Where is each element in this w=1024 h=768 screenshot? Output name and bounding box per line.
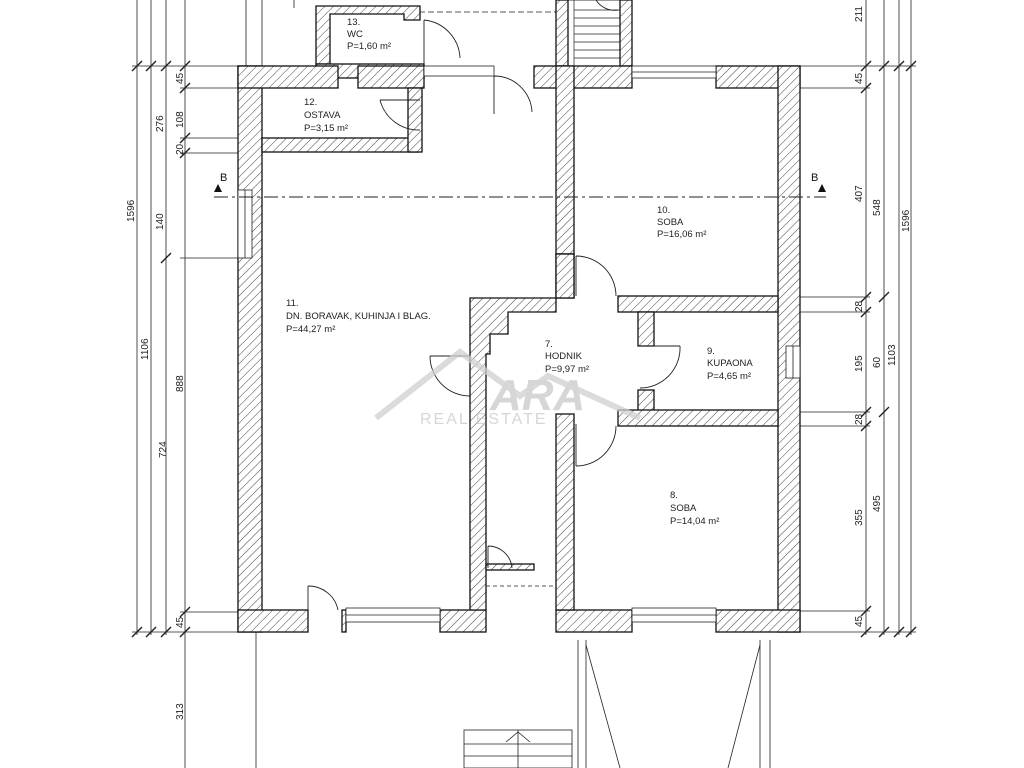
room-8-area: P=14,04 m² (670, 516, 719, 527)
dim-right-inner-1: 211 (854, 6, 865, 22)
dimension-labels: 1596 1106 276 140 888 45 108 20 724 45 3… (126, 6, 912, 720)
room-10-number: 10. (657, 205, 670, 216)
room-12-area: P=3,15 m² (304, 123, 348, 134)
room-7-area: P=9,97 m² (545, 364, 589, 375)
room-8-number: 8. (670, 490, 678, 501)
room-12-name: OSTAVA (304, 110, 341, 121)
room-13-name: WC (347, 29, 363, 40)
dim-left-innermost-5: 45 (175, 616, 186, 628)
dim-right-mid-3: 495 (872, 495, 883, 512)
room-13-wc: 13. WC P=1,60 m² (347, 17, 391, 52)
room-12-number: 12. (304, 97, 317, 108)
room-9-area: P=4,65 m² (707, 371, 751, 382)
room-7-number: 7. (545, 339, 553, 350)
section-marker-left: B (220, 172, 227, 184)
room-9-number: 9. (707, 346, 715, 357)
dim-right-mid-2: 60 (872, 356, 883, 368)
room-11-area: P=44,27 m² (286, 324, 335, 335)
room-11-living: 11. DN. BORAVAK, KUHINJA I BLAG. P=44,27… (286, 298, 431, 335)
room-10-soba: 10. SOBA P=16,06 m² (657, 205, 706, 240)
dim-left-inner-1: 276 (155, 115, 166, 132)
room-7-name: HODNIK (545, 351, 583, 362)
room-13-area: P=1,60 m² (347, 41, 391, 52)
room-12-ostava: 12. OSTAVA P=3,15 m² (304, 97, 348, 134)
room-8-name: SOBA (670, 503, 697, 514)
watermark-brand: ARA (489, 371, 585, 420)
dim-right-inner-8: 45 (854, 615, 865, 627)
room-9-name: KUPAONA (707, 358, 753, 369)
dim-right-outer: 1596 (901, 209, 912, 232)
room-11-name: DN. BORAVAK, KUHINJA I BLAG. (286, 311, 431, 322)
dim-left-inner-2: 140 (155, 213, 166, 230)
room-11-number: 11. (286, 298, 299, 309)
dim-right-inner-2: 45 (854, 72, 865, 84)
section-line: B B (214, 172, 826, 198)
dim-left-inner-3: 888 (175, 375, 186, 392)
dim-left-innermost-3: 20 (175, 143, 186, 155)
section-marker-right: B (811, 172, 818, 184)
room-8-soba: 8. SOBA P=14,04 m² (670, 490, 719, 527)
dim-left-mid-2: 313 (175, 703, 186, 720)
inner-walls (261, 65, 779, 611)
dim-left-mid-1: 1106 (140, 338, 151, 360)
room-7-hodnik: 7. HODNIK P=9,97 m² (545, 339, 589, 375)
outer-walls (237, 65, 801, 633)
dim-right-inner-4: 28 (854, 300, 865, 312)
dim-left-outer: 1596 (126, 199, 137, 222)
room-13-number: 13. (347, 17, 360, 28)
dim-left-innermost-2: 108 (175, 111, 186, 128)
dimension-lines (131, 0, 917, 768)
dim-right-inner-5: 195 (854, 355, 865, 372)
terrace (255, 632, 771, 768)
dim-left-innermost-4: 724 (158, 441, 169, 458)
room-10-area: P=16,06 m² (657, 229, 706, 240)
watermark-tagline: REAL ESTATE (420, 411, 548, 428)
dim-left-innermost-1: 45 (175, 72, 186, 84)
watermark-logo: ARA REAL ESTATE (374, 348, 642, 428)
dim-right-inner-6: 28 (854, 413, 865, 425)
dim-right-mid2: 1103 (887, 344, 898, 366)
dim-right-inner-3: 407 (854, 185, 865, 202)
dim-right-mid-1: 548 (872, 199, 883, 216)
dim-right-inner-7: 355 (854, 509, 865, 526)
room-9-kupaona: 9. KUPAONA P=4,65 m² (707, 346, 753, 382)
doors (307, 75, 681, 611)
room-10-name: SOBA (657, 217, 684, 228)
